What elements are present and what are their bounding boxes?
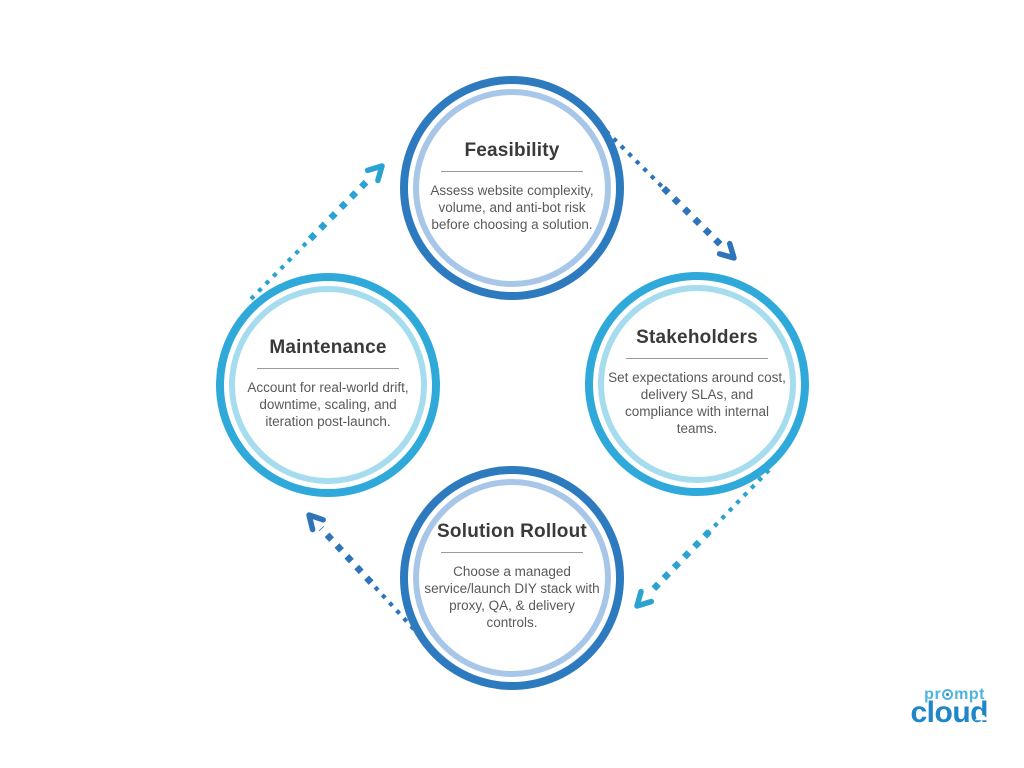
node-solution-rollout: Solution Rollout Choose a managed servic… [400,466,624,690]
node-feasibility-inner-ring: Feasibility Assess website complexity, v… [413,89,611,287]
node-title: Solution Rollout [437,521,587,542]
node-divider [441,552,583,553]
node-feasibility: Feasibility Assess website complexity, v… [400,76,624,300]
node-title: Stakeholders [636,327,758,348]
cloud-icon: ☁ [974,708,988,723]
logo-cloud-text: cloud☁ [910,696,989,729]
node-stakeholders: Stakeholders Set expectations around cos… [585,272,809,496]
logo-prompt-prefix: pr [924,686,942,703]
target-icon [942,689,954,700]
node-maintenance: Maintenance Account for real-world drift… [216,273,440,497]
node-description: Set expectations around cost, delivery S… [608,370,786,436]
node-title: Feasibility [464,139,560,161]
node-maintenance-inner-ring: Maintenance Account for real-world drift… [229,286,427,484]
node-title: Maintenance [269,336,387,358]
node-description: Assess website complexity, volume, and a… [430,182,594,232]
node-solution-rollout-inner-ring: Solution Rollout Choose a managed servic… [413,479,611,677]
node-stakeholders-inner-ring: Stakeholders Set expectations around cos… [598,285,796,483]
node-divider [257,367,399,369]
node-divider [441,170,583,172]
node-description: Choose a managed service/launch DIY stac… [424,564,600,630]
arrow-feasibility-to-stakeholders [604,129,737,261]
logo-prompt-suffix: mpt [954,686,985,703]
node-description: Account for real-world drift, downtime, … [247,379,409,429]
node-divider [626,358,768,359]
